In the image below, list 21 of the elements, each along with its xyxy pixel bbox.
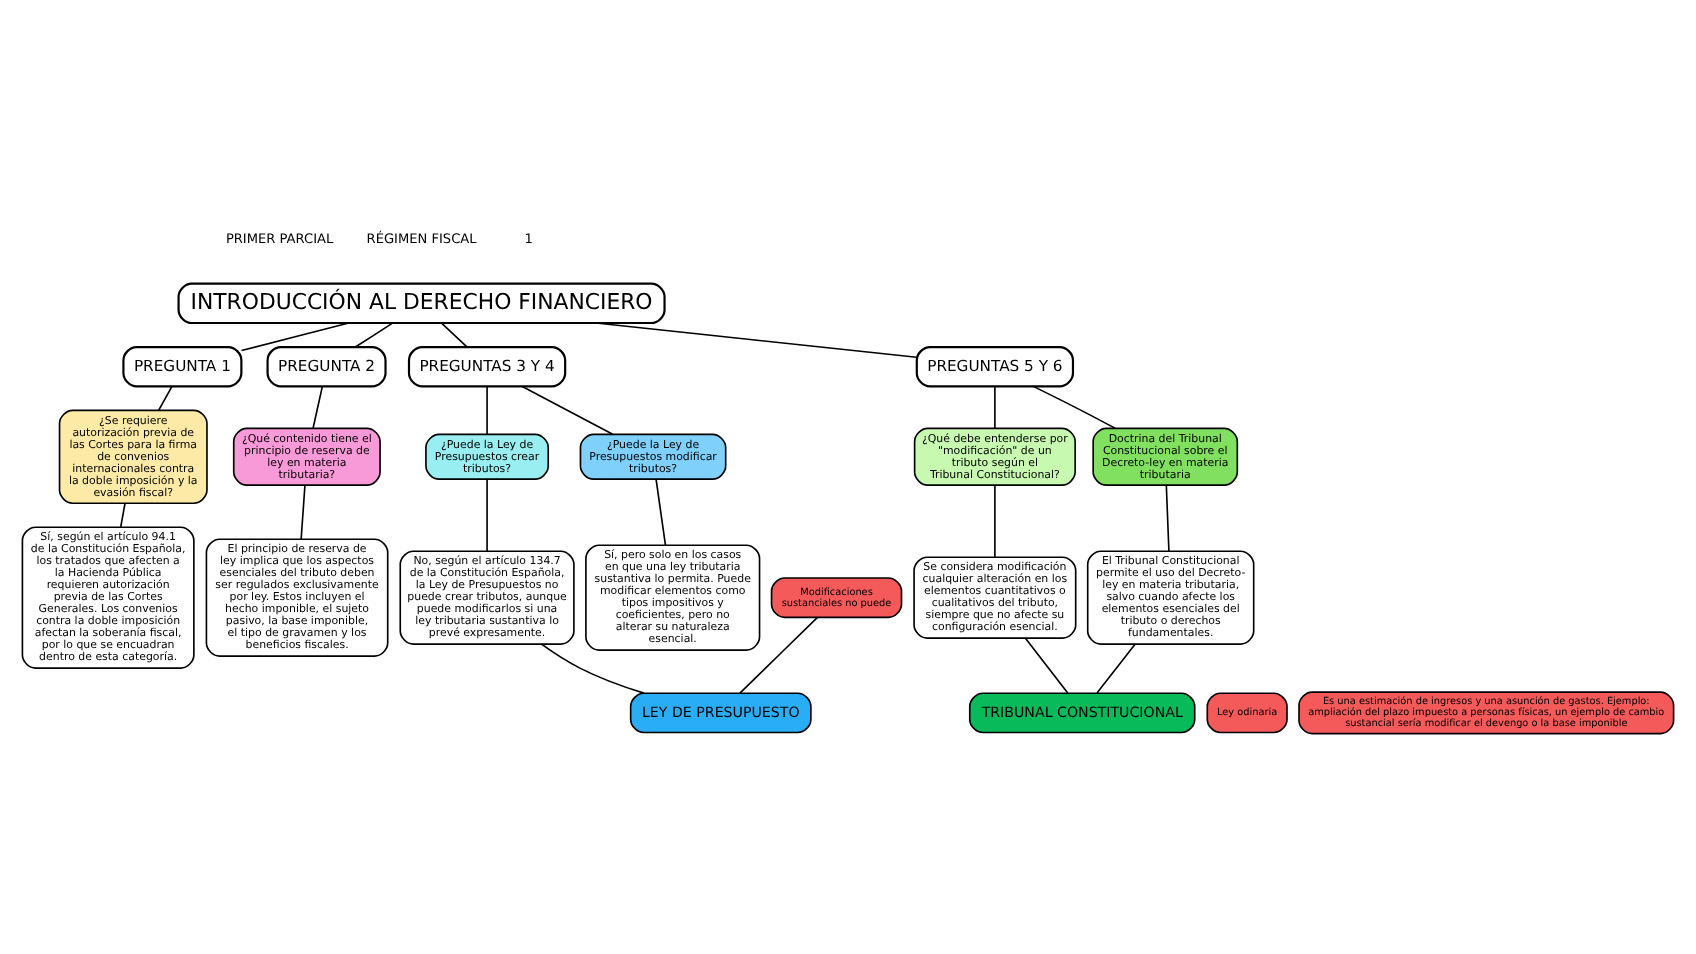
connector <box>655 478 667 547</box>
connector <box>595 322 918 359</box>
connector <box>994 385 996 429</box>
connector <box>312 385 324 429</box>
connector <box>300 484 306 540</box>
connector <box>486 385 488 436</box>
connector <box>521 385 614 436</box>
connector <box>486 478 488 552</box>
connector <box>1165 484 1170 553</box>
connector <box>354 322 394 348</box>
connector <box>994 484 996 558</box>
connector <box>119 502 126 528</box>
connector <box>1032 385 1116 430</box>
connector <box>739 616 819 694</box>
connector <box>540 643 645 694</box>
connector <box>440 322 468 348</box>
connector <box>157 385 173 412</box>
connector <box>1096 643 1137 694</box>
connector <box>240 322 350 352</box>
connector <box>1024 637 1069 694</box>
node-box: INTRODUCCIÓN AL DERECHO FINANCIERO <box>177 282 666 325</box>
